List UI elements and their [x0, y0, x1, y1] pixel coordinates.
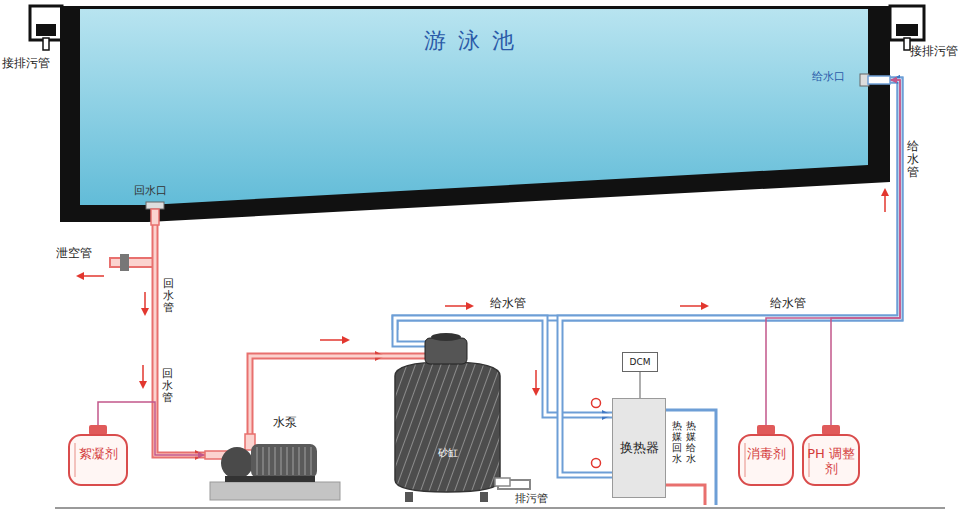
tank-label: 絮凝剂: [79, 447, 118, 462]
pipe-core: [250, 356, 385, 434]
pipe-label: 给水管: [490, 296, 526, 310]
chemical-tank: 消毒剂: [736, 425, 796, 487]
pipe-label: 给水口: [812, 70, 845, 83]
pipe-label: 回水口: [134, 184, 167, 197]
pump-outline: [205, 434, 320, 482]
pipe-outline: [155, 225, 205, 455]
controller-box: DCM: [622, 352, 658, 372]
controller-label: DCM: [630, 357, 651, 367]
pipe-outline: [639, 372, 640, 398]
pool-title: 游泳池: [424, 26, 526, 56]
chemical-tank: PH 调整剂: [800, 425, 862, 487]
pool-basin: 游泳池: [60, 0, 890, 225]
pipe-label: 回水管: [162, 368, 173, 404]
pipe-label: 泄空管: [56, 246, 92, 260]
pipe-label: 回水管: [163, 278, 174, 314]
pipe-label: 排污管: [515, 492, 548, 505]
chemical-tank: 絮凝剂: [66, 425, 130, 487]
pipe-connector: [155, 225, 205, 455]
heat-exchanger: 换热器: [612, 398, 666, 498]
tank-label: 消毒剂: [747, 447, 786, 462]
filter-label: 砂缸: [438, 446, 458, 460]
pipe-connector: [250, 356, 385, 434]
pipe-core: [155, 225, 205, 455]
tank-label: PH 调整剂: [807, 447, 855, 477]
pipe-label: 接排污管: [2, 56, 50, 70]
pipe-outline: [250, 356, 385, 434]
water-pump: 水泵: [205, 434, 320, 482]
filter-outline: [385, 330, 510, 495]
pipe-connector: [640, 372, 641, 398]
pipe-label: 热媒给水: [686, 420, 696, 464]
pipe-label: 接排污管: [910, 44, 958, 58]
sand-filter: 砂缸: [385, 330, 510, 495]
exchanger-label: 换热器: [620, 439, 659, 457]
pipe-label: 给水管: [907, 140, 919, 180]
pump-label: 水泵: [273, 414, 297, 431]
pipe-label: 热媒回水: [672, 420, 682, 464]
pipe-label: 给水管: [770, 296, 806, 310]
